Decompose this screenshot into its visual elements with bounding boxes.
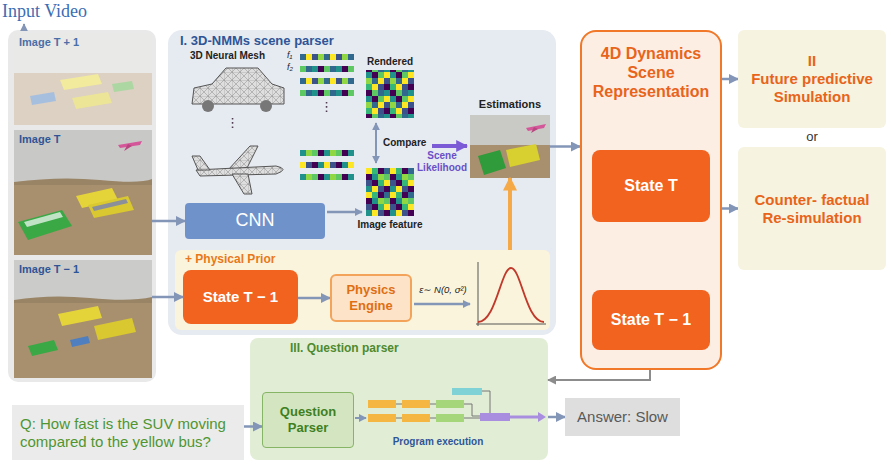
estimation-image: Estimations (470, 115, 550, 178)
representation-panel: 4D Dynamics Scene RepresentationState T S… (580, 30, 722, 370)
node-text: State T (624, 176, 677, 195)
node-text: 4D Dynamics Scene Representation (588, 44, 714, 102)
node-text: State T − 1 (611, 310, 691, 329)
arrow-connector (548, 370, 650, 380)
node-text: Image T + 1 (19, 36, 79, 49)
node-text: III. Question parser (290, 341, 399, 355)
output-box: Counter- factual Re-simulation (738, 147, 886, 270)
panel-fills (8, 30, 556, 460)
node-text: State T − 1 (203, 288, 278, 306)
parser-panel: I. 3D-NMMs scene parserCNN Estimations + P… (168, 30, 556, 335)
annotation-label: 3D Neural Mesh (190, 50, 290, 62)
node-text: Image T − 1 (19, 263, 79, 276)
annotation-label: f₁ (287, 50, 299, 61)
arrow-connector (508, 178, 512, 250)
arrow-connector (244, 425, 262, 428)
estimation-render (470, 115, 550, 178)
video-frame: Image T − 1 (14, 260, 152, 378)
annotation-label: Image feature (346, 219, 434, 231)
video-frame (14, 260, 152, 378)
gaussian-plot (476, 262, 546, 326)
input-panel: Input VideoImage T + 1Image TImage T − 1 (8, 30, 156, 382)
annotation-label: Rendered (358, 56, 422, 68)
node-text: + Physical Prior (185, 252, 275, 266)
annotation-label: ⋮ (226, 116, 238, 129)
neural-mesh-plane (192, 146, 283, 194)
state-box: State T (592, 150, 710, 222)
annotation-label: f₂ (287, 62, 299, 73)
answer-box: Answer: Slow (565, 398, 680, 436)
annotation-label: Program execution (368, 436, 508, 448)
video-frame (14, 33, 152, 125)
state-box: State T − 1 (592, 290, 710, 350)
annotation-label: ⋮ (320, 100, 332, 113)
node-text: Estimations (479, 98, 541, 111)
annotation-label: ε∼ N(0, σ²) (412, 284, 474, 295)
node-text: Physics Engine (334, 282, 408, 313)
node-text: I. 3D-NMMs scene parser (180, 33, 334, 49)
neural-mesh-car (192, 68, 284, 112)
node-text: Answer: Slow (577, 408, 668, 426)
state-box: State T − 1 (183, 270, 298, 324)
node-text: Future predictive Simulation (744, 70, 880, 106)
node-text: Input Video (2, 1, 87, 23)
node-text: CNN (236, 210, 275, 232)
node-text: II (808, 52, 816, 70)
question-box: Q: How fast is the SUV moving compared t… (12, 405, 244, 460)
process-box: Physics Engine (330, 274, 412, 322)
video-frame: Image T + 1 (14, 33, 152, 125)
output-box: IIFuture predictive Simulation (738, 30, 886, 128)
program-graph (368, 388, 546, 422)
annotation-label: Scene Likelihood (414, 150, 470, 173)
flow-arrows (24, 24, 470, 418)
node-text: Q: How fast is the SUV moving compared t… (20, 415, 236, 451)
arrow-connector (152, 296, 183, 299)
annotation-label: Compare (383, 137, 433, 149)
video-frame: Image T (14, 130, 152, 255)
annotation-label: or (799, 129, 825, 145)
node-text: Question Parser (265, 404, 351, 435)
arrow-connector (152, 220, 185, 223)
prior-band: + Physical PriorState T − 1 Physics Engin… (175, 250, 550, 330)
arrow-connector (722, 207, 738, 210)
process-box: CNN (185, 203, 325, 239)
arrow-connector (548, 416, 565, 419)
arrow-connector (722, 78, 738, 81)
video-frame (14, 130, 152, 255)
arrow-connector (298, 297, 330, 300)
arrow-connector (550, 145, 580, 148)
process-box: Question Parser (262, 392, 354, 448)
node-text: Image T (19, 133, 61, 146)
feature-vectors (300, 54, 354, 180)
node-text: Counter- factual Re-simulation (744, 191, 880, 227)
